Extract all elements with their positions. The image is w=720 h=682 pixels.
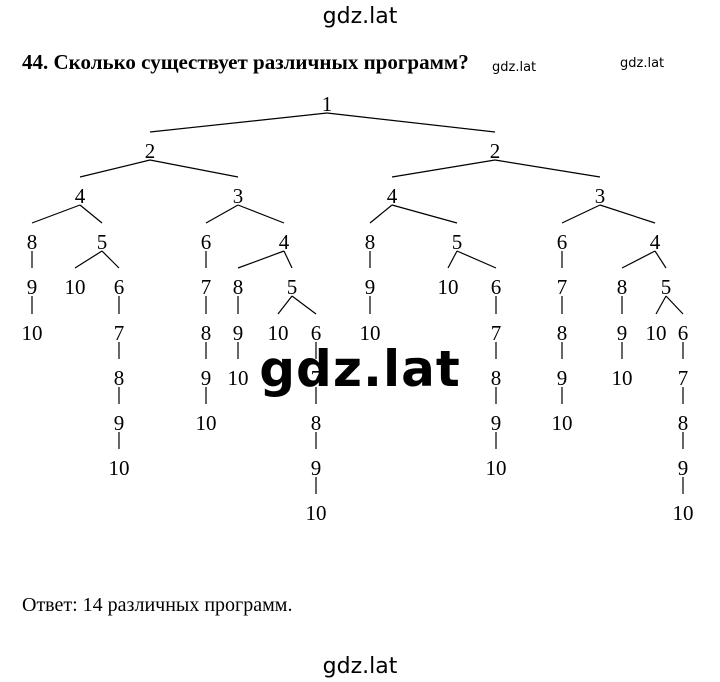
tree-edge [665, 295, 684, 315]
tree-edge [621, 250, 656, 269]
tree-node-label: 6 [557, 230, 568, 254]
tree-node-label: 10 [552, 411, 573, 435]
tree-edge [79, 204, 103, 224]
tree-node-label: 7 [491, 321, 502, 345]
tree-node-label: 6 [311, 321, 322, 345]
tree-node-label: 9 [617, 321, 628, 345]
tree-edge [205, 204, 239, 224]
tree-node-label: 7 [311, 366, 322, 390]
tree-node-label: 10 [65, 275, 86, 299]
tree-node-label: 5 [97, 230, 108, 254]
tree-node-label: 9 [114, 411, 125, 435]
tree-node-label: 6 [201, 230, 212, 254]
tree-node-label: 7 [201, 275, 212, 299]
tree-edge [149, 112, 328, 133]
tree-node-label: 9 [365, 275, 376, 299]
tree-edge [79, 159, 151, 178]
tree-node-label: 7 [114, 321, 125, 345]
tree-node-label: 3 [233, 184, 244, 208]
tree-node-label: 9 [233, 321, 244, 345]
tree-edge [74, 250, 103, 269]
tree-node-label: 6 [491, 275, 502, 299]
tree-node-label: 10 [646, 321, 667, 345]
tree-node-label: 7 [557, 275, 568, 299]
tree-node-label: 8 [233, 275, 244, 299]
tree-node-label: 6 [114, 275, 125, 299]
tree-node-label: 8 [365, 230, 376, 254]
tree-node-label: 5 [661, 275, 672, 299]
tree-node-label: 7 [678, 366, 689, 390]
tree-node-label: 3 [595, 184, 606, 208]
tree-node-label: 4 [279, 230, 290, 254]
tree-edge [291, 295, 317, 315]
tree-node-label: 8 [114, 366, 125, 390]
tree-edge [561, 204, 601, 224]
tree-edge [237, 204, 285, 224]
tree-edge [654, 250, 667, 269]
tree-edge [447, 250, 458, 269]
tree-node-label: 2 [145, 139, 156, 163]
answer-text: Ответ: 14 различных программ. [22, 594, 293, 616]
tree-node-label: 10 [612, 366, 633, 390]
question-heading: 44. Сколько существует различных програм… [22, 50, 469, 74]
tree-edge [277, 295, 293, 315]
tree-node-label: 5 [452, 230, 463, 254]
watermark-bottom: gdz.lat [322, 654, 398, 679]
tree-node-label: 6 [678, 321, 689, 345]
tree-node-label: 9 [27, 275, 38, 299]
tree-node-label: 1 [322, 92, 333, 116]
tree-node-label: 2 [490, 139, 501, 163]
tree-edge [326, 112, 496, 133]
tree-edge [101, 250, 120, 269]
tree-node-label: 10 [109, 456, 130, 480]
tree-node-label: 10 [486, 456, 507, 480]
tree-node-label: 10 [438, 275, 459, 299]
watermark-small: gdz.lat [492, 60, 537, 75]
tree-edge [655, 295, 667, 315]
tree-edge [391, 159, 496, 178]
tree-edge [237, 250, 285, 269]
tree-node-label: 9 [557, 366, 568, 390]
tree-edge [494, 159, 601, 178]
tree-edge [599, 204, 656, 224]
tree-node-label: 8 [617, 275, 628, 299]
tree-node-label: 4 [75, 184, 86, 208]
tree-node-label: 10 [306, 501, 327, 525]
tree-node-label: 10 [268, 321, 289, 345]
tree-node-label: 8 [678, 411, 689, 435]
tree-node-label: 4 [650, 230, 661, 254]
tree-node-label: 10 [196, 411, 217, 435]
tree-node-label: 9 [311, 456, 322, 480]
tree-node-label: 9 [491, 411, 502, 435]
tree-node-label: 10 [22, 321, 43, 345]
tree-node-label: 8 [27, 230, 38, 254]
watermark-top: gdz.lat [322, 4, 398, 29]
tree-edge [369, 204, 393, 224]
tree-node-label: 8 [201, 321, 212, 345]
tree-node-label: 9 [678, 456, 689, 480]
tree-edge [283, 250, 293, 269]
tree-edge [456, 250, 497, 269]
tree-edge [391, 204, 458, 224]
tree-edge [31, 204, 81, 224]
tree-node-label: 10 [360, 321, 381, 345]
tree-node-label: 10 [228, 366, 249, 390]
tree-edge [149, 159, 239, 178]
tree-node-label: 4 [387, 184, 398, 208]
watermark-small: gdz.lat [620, 56, 665, 71]
tree-node-label: 8 [557, 321, 568, 345]
tree-node-label: 8 [311, 411, 322, 435]
tree-node-label: 8 [491, 366, 502, 390]
tree-node-label: 5 [287, 275, 298, 299]
tree-node-label: 9 [201, 366, 212, 390]
tree-node-label: 10 [673, 501, 694, 525]
watermark-center: gdz.lat [259, 340, 461, 398]
